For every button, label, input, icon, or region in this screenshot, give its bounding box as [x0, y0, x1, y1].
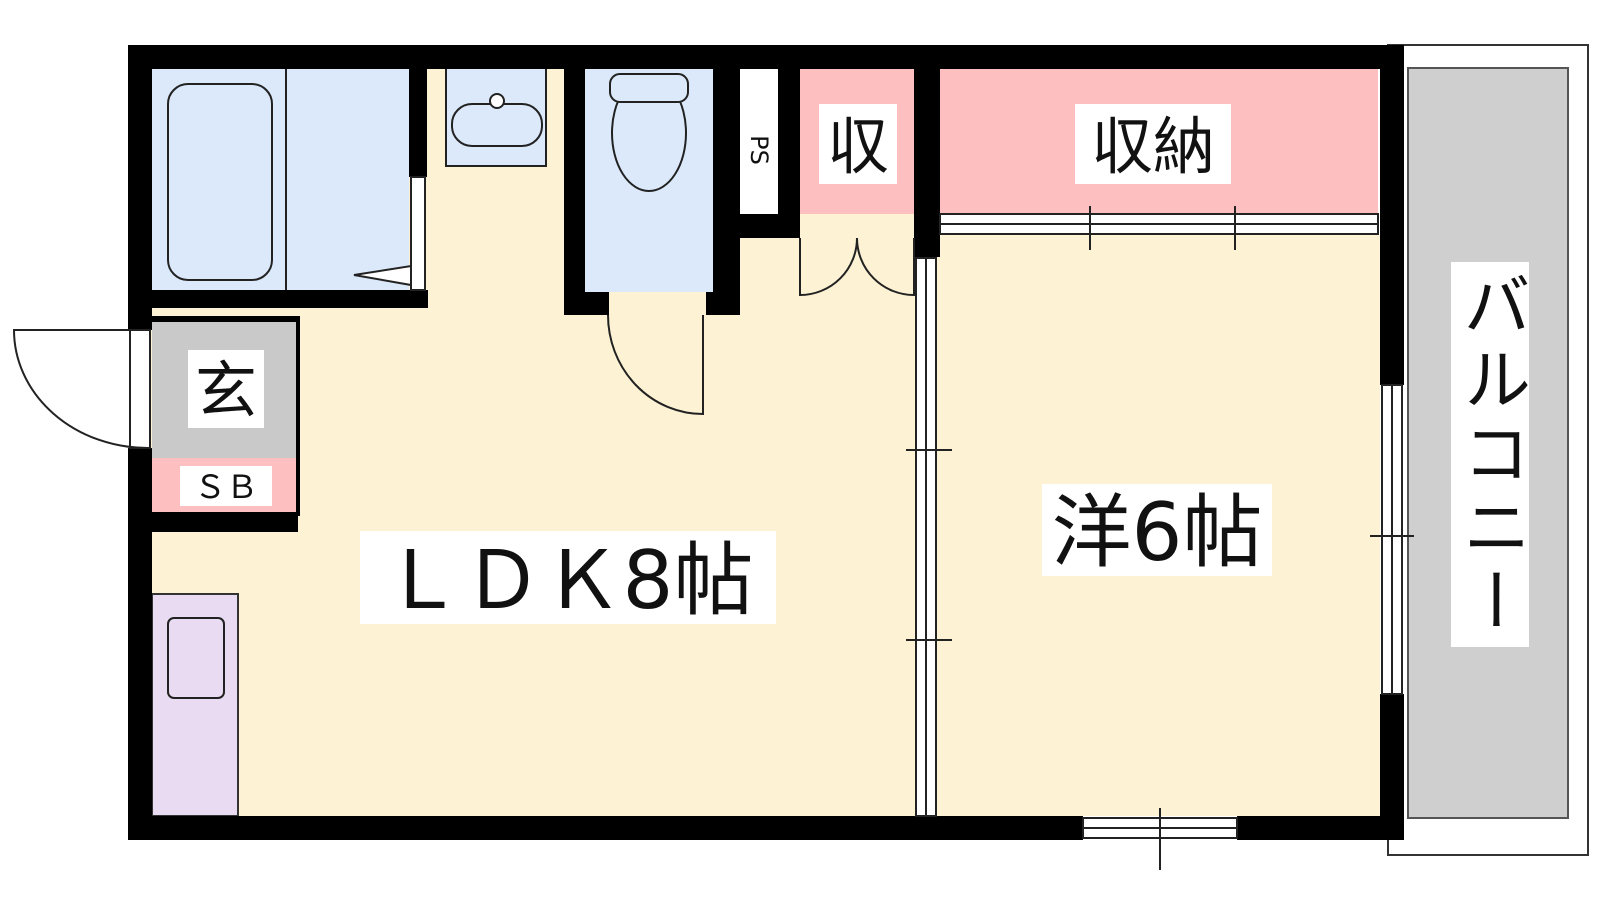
bath-door-wedge — [353, 264, 412, 287]
wall-storage-divider — [914, 45, 940, 257]
storage-small-label: 収 — [827, 110, 889, 183]
bath-sliding-door — [410, 176, 426, 291]
shoe-box-label: ＳＢ — [194, 468, 258, 506]
wall-right-upper — [1380, 45, 1404, 385]
western-label-bg — [1042, 484, 1272, 576]
wall-entrance-top — [128, 316, 296, 322]
balcony-label: バルコニー — [1451, 270, 1530, 640]
sink — [167, 617, 225, 699]
wall-left-upper — [128, 45, 152, 330]
washbasin-tap — [489, 93, 505, 109]
bathtub — [167, 83, 273, 281]
entrance-label-bg — [188, 350, 264, 428]
washbasin-bowl — [451, 103, 543, 147]
pipe-space-floor — [740, 68, 778, 214]
wall-right-lower — [1380, 694, 1404, 840]
wall-bath-bottom — [128, 290, 428, 308]
western-room-label: 洋6帖 — [1052, 486, 1263, 579]
toilet-tank — [609, 73, 689, 103]
storage-small-label-bg — [819, 104, 897, 184]
storage-label: 収納 — [1091, 110, 1215, 183]
door-ticks — [906, 206, 1414, 870]
entrance-door-frame — [129, 329, 151, 449]
wall-bottom-left — [128, 816, 1083, 840]
wall-top — [128, 45, 1388, 69]
pipe-space-label: PS — [745, 135, 773, 165]
shoe-box-label-bg — [180, 466, 272, 506]
wall-toilet-left — [564, 45, 585, 315]
balcony-label-bg — [1451, 262, 1529, 647]
wall-ps-right — [778, 45, 800, 238]
ldk-label-bg — [360, 531, 776, 624]
wall-sb-bottom — [152, 512, 298, 532]
walls — [128, 45, 1404, 840]
storage-label-bg — [1075, 104, 1231, 184]
door-swings — [12, 237, 915, 449]
wall-toilet-right — [713, 45, 740, 315]
wall-bottom-right — [1237, 816, 1388, 840]
ldk-label: ＬＤＫ8帖 — [383, 534, 754, 627]
wall-entrance-right — [296, 316, 300, 516]
wall-left-lower — [128, 448, 152, 840]
wall-bath-right — [409, 45, 427, 177]
entrance-label: 玄 — [195, 354, 257, 427]
wall-toilet-bottom-left — [564, 292, 609, 315]
